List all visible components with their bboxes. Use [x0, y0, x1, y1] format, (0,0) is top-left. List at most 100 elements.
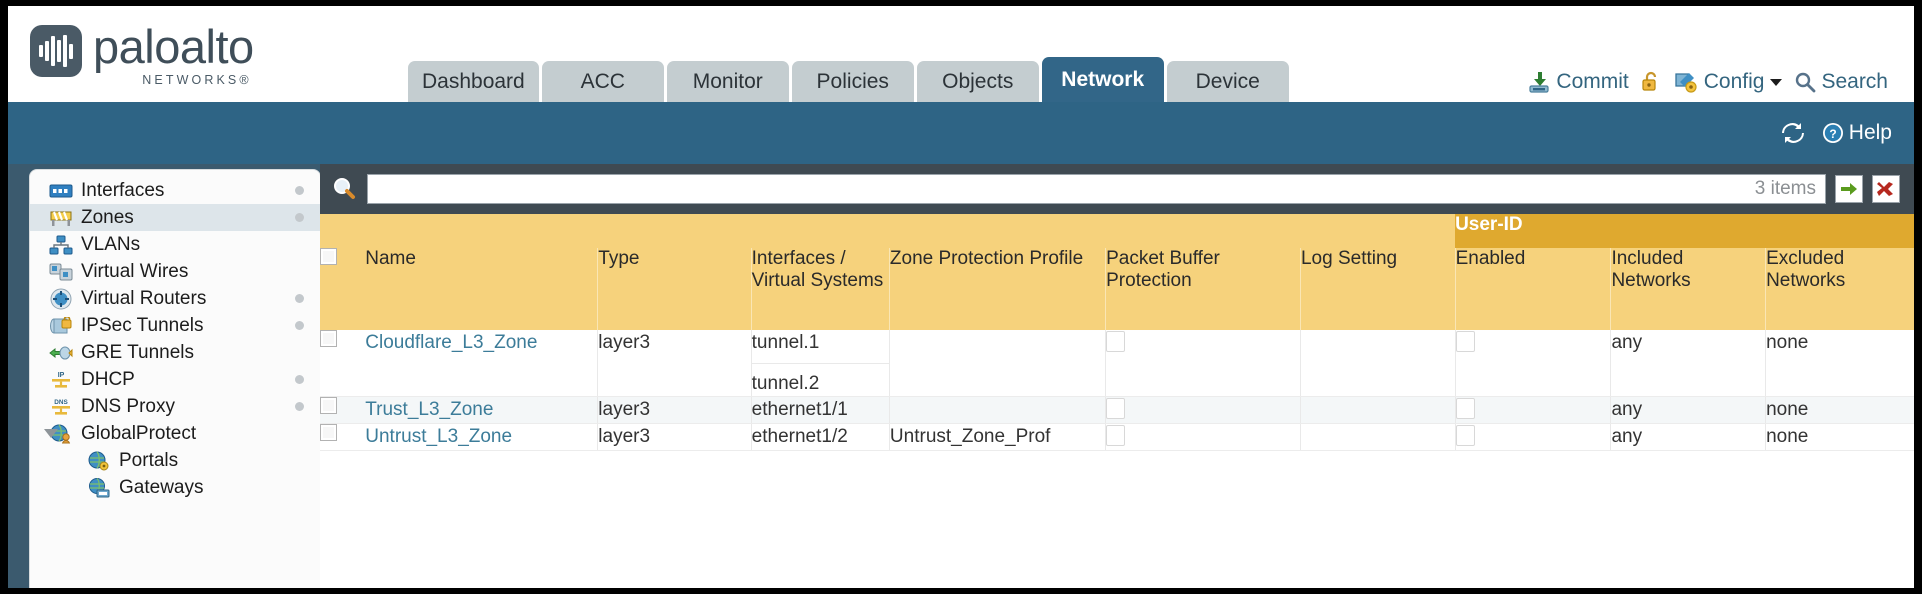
tab-acc[interactable]: ACC [541, 61, 664, 102]
cell-excluded-networks: none [1765, 423, 1914, 451]
cell-log-setting [1299, 423, 1456, 451]
row-select-checkbox[interactable] [320, 423, 337, 441]
expander-triangle-icon[interactable] [44, 429, 58, 438]
dhcp-icon: IP [48, 370, 74, 390]
config-key-icon [1673, 70, 1699, 94]
svg-text:IP: IP [58, 372, 65, 379]
sidebar-item-globalprotect[interactable]: GlobalProtect [30, 420, 320, 447]
column-header-name[interactable]: Name [365, 248, 598, 330]
cell-packet-buffer-protection [1105, 396, 1301, 424]
column-header-type[interactable]: Type [597, 248, 752, 330]
userid-enabled-checkbox[interactable] [1455, 424, 1475, 446]
zone-name-link[interactable]: Untrust_L3_Zone [365, 425, 513, 447]
brand-logo: paloalto NETWORKS® [30, 22, 254, 87]
cell-interfaces: ethernet1/2 [750, 423, 890, 451]
help-label: Help [1848, 121, 1892, 144]
cell-excluded-networks: none [1765, 330, 1914, 398]
sidebar-item-virtual-routers[interactable]: Virtual Routers [30, 285, 320, 312]
commit-button[interactable]: Commit [1527, 70, 1629, 94]
column-header-excluded-networks[interactable]: Excluded Networks [1765, 248, 1914, 330]
zone-name-link[interactable]: Trust_L3_Zone [365, 399, 494, 421]
column-header-included-networks[interactable]: Included Networks [1610, 248, 1766, 330]
help-question-icon: ? [1821, 121, 1845, 145]
lock-open-icon [1640, 70, 1662, 94]
tab-network[interactable]: Network [1041, 57, 1164, 102]
sidebar-item-label: Portals [119, 449, 179, 471]
sidebar-item-label: GRE Tunnels [81, 341, 194, 363]
interface-entry: ethernet1/1 [751, 399, 848, 421]
cell-packet-buffer-protection [1105, 423, 1301, 451]
group-header-userid: User-ID [1455, 214, 1914, 248]
cell-included-networks: any [1610, 423, 1766, 451]
sidebar-item-portals[interactable]: Portals [30, 447, 320, 474]
sidebar-item-zones[interactable]: Zones [30, 204, 320, 231]
packet-buffer-protection-checkbox[interactable] [1106, 331, 1126, 352]
band-actions: ? Help [1780, 121, 1892, 145]
tab-device[interactable]: Device [1166, 61, 1289, 102]
row-select-checkbox[interactable] [320, 330, 337, 347]
packet-buffer-protection-checkbox[interactable] [1106, 398, 1126, 420]
sidebar-item-indicator-dot [295, 294, 304, 303]
userid-enabled-checkbox[interactable] [1455, 331, 1475, 352]
filter-field[interactable]: 3 items [367, 174, 1826, 204]
cell-type: layer3 [597, 423, 752, 451]
packet-buffer-protection-checkbox[interactable] [1106, 424, 1126, 446]
sidebar-item-indicator-dot [295, 375, 304, 384]
clear-filter-button[interactable] [1872, 175, 1900, 203]
lock-button[interactable] [1640, 70, 1662, 94]
zone-name-link[interactable]: Cloudflare_L3_Zone [365, 332, 538, 353]
sidebar-item-ipsec-tunnels[interactable]: IPSec Tunnels [30, 312, 320, 339]
sidebar-item-label: DHCP [81, 368, 135, 390]
column-header-packet-buffer-protection[interactable]: Packet Buffer Protection [1105, 248, 1301, 330]
cell-included-networks: any [1610, 396, 1766, 424]
search-button[interactable]: Search [1794, 70, 1888, 94]
cell-interfaces: ethernet1/1 [750, 396, 890, 424]
sidebar-item-label: Interfaces [81, 179, 165, 201]
gre-tunnels-icon [48, 343, 74, 363]
sidebar-item-gre-tunnels[interactable]: GRE Tunnels [30, 339, 320, 366]
select-all-checkbox[interactable] [320, 248, 337, 265]
sidebar-item-dhcp[interactable]: IP DHCP [30, 366, 320, 393]
sidebar-item-vlans[interactable]: VLANs [30, 231, 320, 258]
tab-monitor[interactable]: Monitor [666, 61, 789, 102]
config-menu[interactable]: Config [1673, 70, 1784, 94]
cell-included-networks: any [1610, 330, 1766, 398]
help-link[interactable]: ? Help [1821, 121, 1892, 145]
config-label: Config [1703, 70, 1765, 93]
column-header-zone-protection-profile[interactable]: Zone Protection Profile [888, 248, 1106, 330]
search-magnifier-icon[interactable] [332, 176, 358, 202]
search-input[interactable] [377, 178, 1747, 200]
userid-enabled-checkbox[interactable] [1455, 398, 1475, 420]
cell-name: Untrust_L3_Zone [365, 423, 598, 451]
apply-filter-button[interactable] [1835, 175, 1863, 203]
refresh-icon[interactable] [1780, 121, 1806, 145]
row-select-checkbox[interactable] [320, 397, 337, 415]
column-header-log-setting[interactable]: Log Setting [1299, 248, 1456, 330]
sidebar-item-interfaces[interactable]: Interfaces [30, 177, 320, 204]
sidebar-item-indicator-dot [295, 213, 304, 222]
tab-objects[interactable]: Objects [916, 61, 1039, 102]
column-header-enabled[interactable]: Enabled [1454, 248, 1611, 330]
group-header-spacer [320, 214, 1456, 248]
tab-dashboard[interactable]: Dashboard [408, 61, 539, 102]
cell-name: Trust_L3_Zone [365, 396, 598, 424]
cell-zone-protection-profile [888, 330, 1106, 398]
sidebar-item-virtual-wires[interactable]: Virtual Wires [30, 258, 320, 285]
sidebar-item-gateways[interactable]: Gateways [30, 474, 320, 501]
tab-policies[interactable]: Policies [791, 61, 914, 102]
cell-name: Cloudflare_L3_Zone [365, 330, 598, 398]
cell-userid-enabled [1454, 330, 1611, 398]
commit-label: Commit [1556, 70, 1629, 93]
column-header-interfaces-virtual-systems[interactable]: Interfaces / Virtual Systems [750, 248, 890, 330]
chevron-down-icon [1769, 77, 1783, 87]
